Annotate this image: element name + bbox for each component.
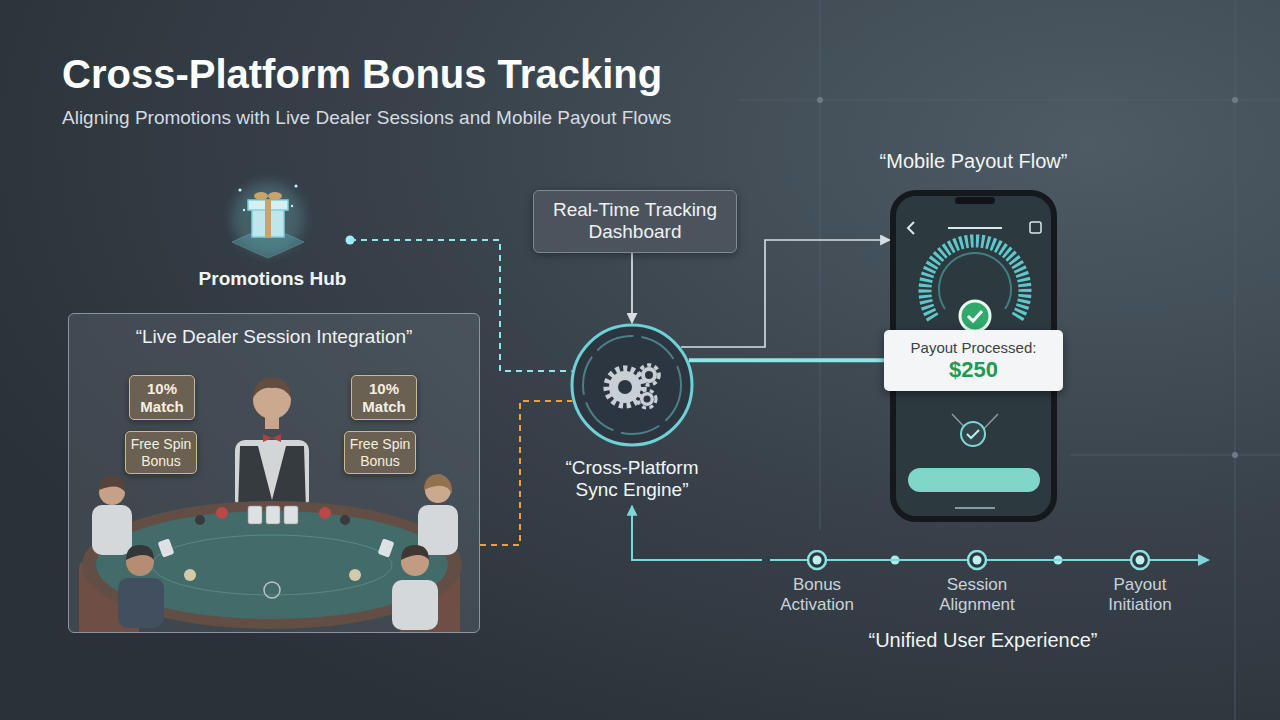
node-label: Promotions Hub [195,268,350,290]
node-label: Payout Processed: [892,339,1055,357]
connector [1032,559,1085,561]
gear-icon [638,390,656,408]
node-label: “Live Dealer Session Integration” [79,326,469,348]
title: Cross-Platform Bonus Tracking [62,50,662,98]
engine-circle [570,323,694,447]
node-label: Free Spin Bonus [130,436,192,469]
subtitle: Aligning Promotions with Live Dealer Ses… [62,107,822,130]
dashboard-box: Real-Time Tracking Dashboard [533,190,737,253]
bonus-bubble: 10% Match [351,375,417,420]
connector [632,506,762,560]
node-label: Payout Initiation [1085,575,1195,615]
timeline-dot [922,550,1032,572]
timeline-dot [762,550,872,572]
node-label: “Mobile Payout Flow” [856,150,1091,174]
live-dealer-panel: “Live Dealer Session Integration” 10% Mat… [68,313,480,633]
node-label: 10% Match [134,380,190,415]
footer-label: “Unified User Experience” [833,628,1133,652]
engine-ring [572,325,692,445]
bonus-bubble: 10% Match [129,375,195,420]
edge-glow [689,354,884,366]
gift-icon [232,182,355,258]
node-label: “Cross-Platform Sync Engine” [547,457,717,502]
node-value: $250 [892,357,1055,383]
connector [480,401,572,545]
timeline-step: Payout Initiation [1085,550,1195,615]
timeline-step: Bonus Activation [762,550,872,615]
phone-frame: “Mobile Payout Flow”Payout Processed:$25… [890,190,1057,522]
node-label: Bonus Activation [762,575,872,615]
bonus-bubble: Free Spin Bonus [125,431,197,474]
bonus-bubble: Free Spin Bonus [344,431,416,474]
engine-inner-ring [583,336,681,434]
connector [681,240,890,347]
node-label: 10% Match [356,380,412,415]
phone-screen-art [893,193,1054,519]
payout-card: Payout Processed:$250 [884,330,1063,391]
timeline-step: Session Alignment [922,550,1032,615]
connector [689,358,884,362]
promotions-hub: Promotions Hub [195,170,350,290]
node-label: Free Spin Bonus [349,436,411,469]
gear-icon [639,365,659,385]
node-label: Real-Time Tracking Dashboard [544,199,726,244]
sync-engine: “Cross-Platform Sync Engine” [547,323,717,506]
node-label: Session Alignment [922,575,1032,615]
timeline-dot [1085,550,1195,572]
connector [631,253,633,323]
connector [872,559,922,561]
